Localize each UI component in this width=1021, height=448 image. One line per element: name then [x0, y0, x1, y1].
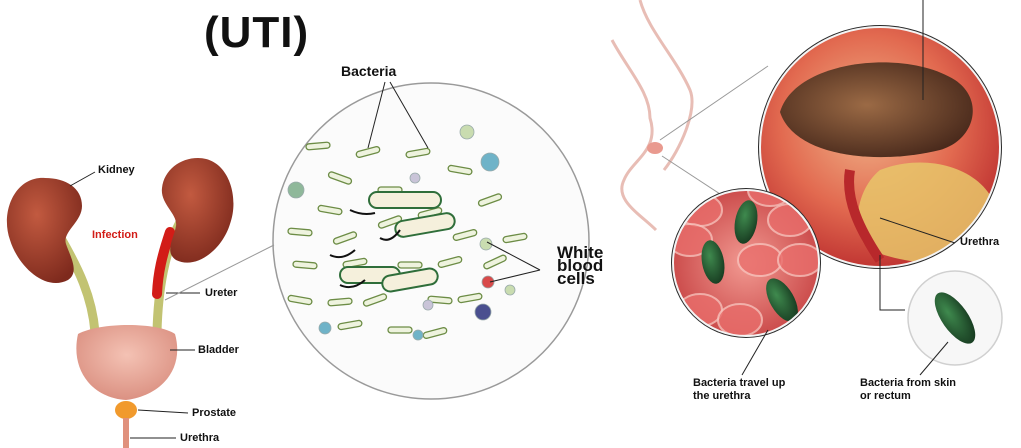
bacteria-travel-label: Bacteria travel up the urethra — [693, 377, 798, 403]
white-blood-cell — [410, 173, 420, 183]
white-blood-cell — [482, 276, 494, 288]
ureter-label: Ureter — [205, 287, 237, 299]
prostate-label: Prostate — [192, 407, 236, 419]
urethra-label: Urethra — [180, 432, 219, 444]
bacterium-closeup — [908, 271, 1002, 365]
prostate-leader — [138, 410, 188, 413]
bacterium-rod — [288, 228, 312, 236]
left-kidney — [7, 178, 82, 283]
body-outline — [612, 40, 656, 230]
bladder-label: Bladder — [198, 344, 239, 356]
right-kidney — [162, 158, 234, 263]
white-blood-cell — [475, 304, 491, 320]
bacteria-label: Bacteria — [341, 63, 396, 79]
white-blood-cell — [319, 322, 331, 334]
big-zoom-connector-1 — [660, 66, 768, 140]
bacterium-rod — [388, 327, 412, 333]
tissue-cell — [738, 244, 782, 276]
white-blood-cell — [505, 285, 515, 295]
body-bladder-dot — [647, 142, 663, 154]
white-blood-cell — [460, 125, 474, 139]
infection-label: Infection — [92, 229, 138, 241]
bacterium-rod — [328, 298, 352, 306]
tissue-cell — [718, 304, 762, 336]
urethra-right-label: Urethra — [960, 236, 999, 248]
white-blood-cell — [481, 153, 499, 171]
white-blood-cells-label: White blood cells — [557, 246, 627, 285]
prostate — [115, 401, 137, 419]
bacteria-from-label: Bacteria from skin or rectum — [860, 377, 965, 403]
page-title: (UTI) — [204, 8, 309, 58]
bacterium-rod — [398, 262, 422, 268]
urethra-tube — [123, 418, 129, 448]
bacterium-rod — [293, 261, 317, 269]
bacterium-rod — [306, 142, 330, 150]
infection-pathway — [612, 0, 1003, 375]
white-blood-cell — [288, 182, 304, 198]
kidney-leader — [70, 172, 95, 186]
bladder — [76, 325, 177, 400]
kidney-label: Kidney — [98, 164, 135, 176]
white-blood-cell — [413, 330, 423, 340]
tissue-cell — [778, 244, 822, 276]
bacterium-large — [369, 192, 441, 208]
zoom-circle — [273, 83, 589, 399]
urinary-tract — [7, 158, 234, 448]
white-blood-cell — [423, 300, 433, 310]
